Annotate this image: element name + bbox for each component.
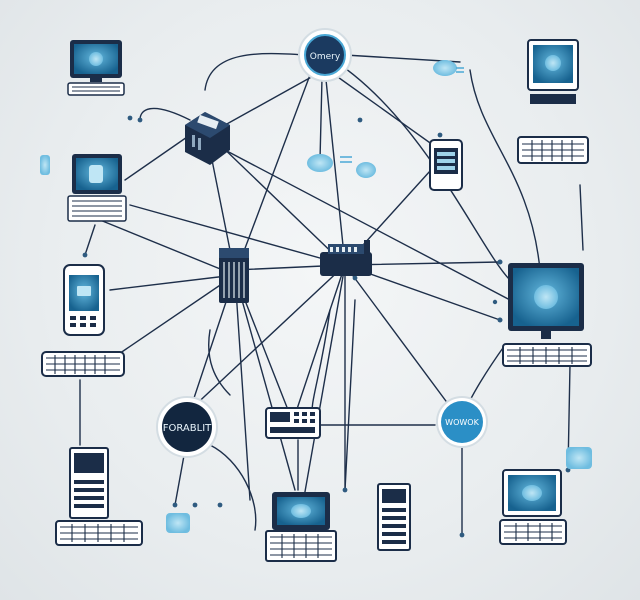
calculator-center bbox=[265, 407, 321, 439]
link-mid-curve2 bbox=[208, 329, 231, 396]
link-hub-bottom bbox=[234, 274, 296, 491]
phone-left bbox=[63, 264, 105, 336]
link-hub-phone bbox=[109, 274, 236, 291]
badge-left: FORABLIT bbox=[156, 396, 218, 458]
orb-center-2 bbox=[356, 162, 376, 178]
link-top-phone bbox=[334, 74, 441, 151]
laptop-bottom-center bbox=[265, 492, 337, 562]
globe-icon bbox=[89, 52, 103, 66]
link-hub-laptop bbox=[99, 219, 236, 276]
desktop-top-left bbox=[67, 40, 125, 96]
link-router-calc bbox=[294, 264, 346, 416]
router-center bbox=[320, 240, 372, 276]
badge-left-label: FORABLIT bbox=[163, 423, 212, 434]
globe-icon bbox=[534, 285, 558, 309]
phone-top-right bbox=[429, 139, 463, 191]
pc-tower-bottom-left bbox=[55, 447, 143, 546]
link-left-badge-down bbox=[174, 449, 186, 506]
link-left-vert bbox=[84, 224, 96, 256]
badge-top: Omery bbox=[298, 28, 352, 82]
badge-top-label: Omery bbox=[310, 52, 341, 62]
laptop-bottom-right bbox=[499, 469, 567, 545]
badge-right: WOWOK bbox=[436, 396, 488, 448]
link-router-top-badge bbox=[324, 69, 346, 266]
orb-center-1 bbox=[307, 154, 333, 172]
link-mid-drop bbox=[344, 299, 356, 491]
desktop-top-right bbox=[527, 39, 579, 104]
keyboard-left bbox=[41, 351, 125, 377]
orb-right bbox=[566, 447, 592, 469]
link-cube-monitor bbox=[224, 149, 511, 301]
laptop-left bbox=[67, 154, 127, 222]
link-hub-lower bbox=[234, 274, 251, 501]
link-top-left bbox=[204, 52, 306, 91]
link-right-vert bbox=[469, 69, 541, 271]
link-router-right-badge bbox=[344, 264, 461, 421]
server-cube bbox=[185, 112, 230, 165]
globe-icon bbox=[545, 55, 561, 71]
badge-right-label: WOWOK bbox=[445, 418, 479, 427]
link-cube-laptop bbox=[124, 134, 191, 181]
link-cube-arc bbox=[139, 107, 191, 121]
signal-marks bbox=[340, 67, 464, 163]
link-router-laptop-left bbox=[129, 204, 346, 266]
link-top-cube2 bbox=[224, 74, 316, 126]
link-left-badge-curve bbox=[209, 444, 257, 531]
link-hub-keyboard bbox=[109, 274, 236, 361]
connection-lines bbox=[79, 52, 584, 536]
monitor-right bbox=[502, 263, 592, 367]
orb-bottom-left bbox=[166, 513, 190, 533]
link-router-lower bbox=[299, 264, 346, 521]
keyboard-right-top bbox=[517, 136, 589, 164]
link-router-left-badge bbox=[189, 264, 346, 411]
server-tower-bottom bbox=[377, 483, 411, 551]
link-right-small bbox=[579, 184, 584, 251]
sensor-left bbox=[40, 155, 50, 175]
orb-top-right bbox=[433, 60, 457, 76]
link-router-cube bbox=[214, 139, 346, 266]
hub-left bbox=[219, 248, 249, 303]
link-top-sensor bbox=[319, 77, 323, 161]
